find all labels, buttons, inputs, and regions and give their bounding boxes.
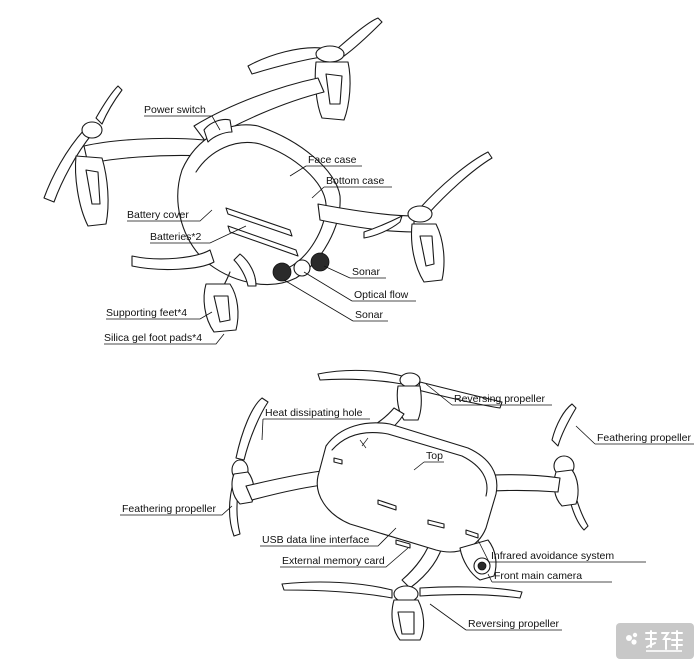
label-front-camera: Front main camera xyxy=(494,570,582,582)
label-heat-hole: Heat dissipating hole xyxy=(265,407,363,419)
lower-labels: Reversing propeller Heat dissipating hol… xyxy=(120,383,694,631)
label-sonar-1: Sonar xyxy=(352,266,381,278)
label-foot-pads: Silica gel foot pads*4 xyxy=(104,332,202,344)
drone-top-drawing xyxy=(228,369,589,641)
label-memory-card: External memory card xyxy=(282,555,385,567)
label-top: Top xyxy=(426,450,443,462)
upper-labels: Power switch Face case Bottom case Batte… xyxy=(104,104,416,345)
propeller-left-feathering xyxy=(228,397,269,537)
label-face-case: Face case xyxy=(308,154,357,166)
front-camera-drawing xyxy=(459,539,497,581)
propeller-rear-reversing xyxy=(317,369,503,409)
label-infrared: Infrared avoidance system xyxy=(491,550,614,562)
label-usb: USB data line interface xyxy=(262,534,370,546)
label-feathering-propeller-left: Feathering propeller xyxy=(122,503,216,515)
propeller-front-reversing xyxy=(281,581,523,603)
label-optical-flow: Optical flow xyxy=(354,289,409,301)
label-feathering-propeller-right: Feathering propeller xyxy=(597,432,691,444)
drone-body-top xyxy=(316,422,498,553)
motor-rear xyxy=(396,385,422,421)
propeller-right-feathering xyxy=(551,403,589,531)
propeller-top-right xyxy=(247,17,383,75)
label-battery-cover: Battery cover xyxy=(127,209,189,221)
label-reversing-propeller-bottom: Reversing propeller xyxy=(468,618,560,630)
label-batteries: Batteries*2 xyxy=(150,231,202,243)
label-bottom-case: Bottom case xyxy=(326,175,385,187)
label-sonar-2: Sonar xyxy=(355,309,384,321)
motor-left xyxy=(231,471,255,505)
label-power-switch: Power switch xyxy=(144,104,206,116)
label-supporting-feet: Supporting feet*4 xyxy=(106,307,187,319)
label-reversing-propeller-top: Reversing propeller xyxy=(454,393,546,405)
feng-logo-icon xyxy=(626,630,683,652)
propeller-right xyxy=(363,151,493,239)
propeller-top-left xyxy=(43,85,123,203)
watermark-logo xyxy=(616,623,694,659)
drone-underside-drawing xyxy=(43,17,493,333)
